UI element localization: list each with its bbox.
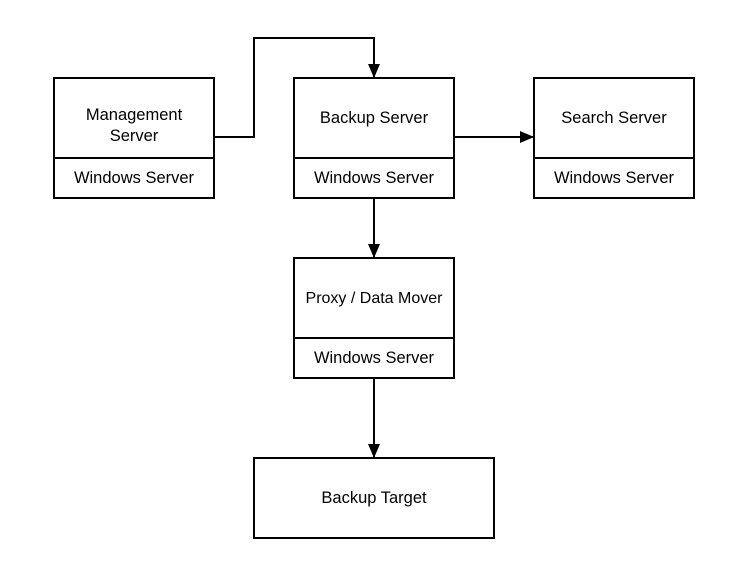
node-title: Proxy / Data Mover: [295, 259, 453, 337]
proxy-data-mover-os: Windows Server: [313, 348, 435, 367]
backup-server-os: Windows Server: [313, 168, 435, 187]
edge-management-to-backup: [215, 37, 380, 138]
node-os: Windows Server: [535, 157, 693, 197]
node-title: Management Server: [55, 79, 213, 157]
node-os: Windows Server: [295, 337, 453, 377]
management-server-node: Management Server Windows Server: [53, 77, 215, 199]
node-os: Windows Server: [55, 157, 213, 197]
backup-target-node: Backup Target: [253, 457, 495, 539]
proxy-data-mover-title: Proxy / Data Mover: [305, 289, 443, 307]
backup-server-node: Backup Server Windows Server: [293, 77, 455, 199]
search-server-os: Windows Server: [553, 168, 675, 187]
backup-server-title: Backup Server: [319, 108, 429, 127]
proxy-data-mover-node: Proxy / Data Mover Windows Server: [293, 257, 455, 379]
node-title: Backup Server: [295, 79, 453, 157]
backup-target-title: Backup Target: [321, 488, 427, 507]
node-title: Backup Target: [255, 459, 493, 537]
search-server-node: Search Server Windows Server: [533, 77, 695, 199]
node-os: Windows Server: [295, 157, 453, 197]
search-server-title: Search Server: [561, 108, 667, 127]
node-title: Search Server: [535, 79, 693, 157]
management-server-title: Management Server: [85, 106, 183, 145]
management-server-os: Windows Server: [73, 168, 195, 187]
